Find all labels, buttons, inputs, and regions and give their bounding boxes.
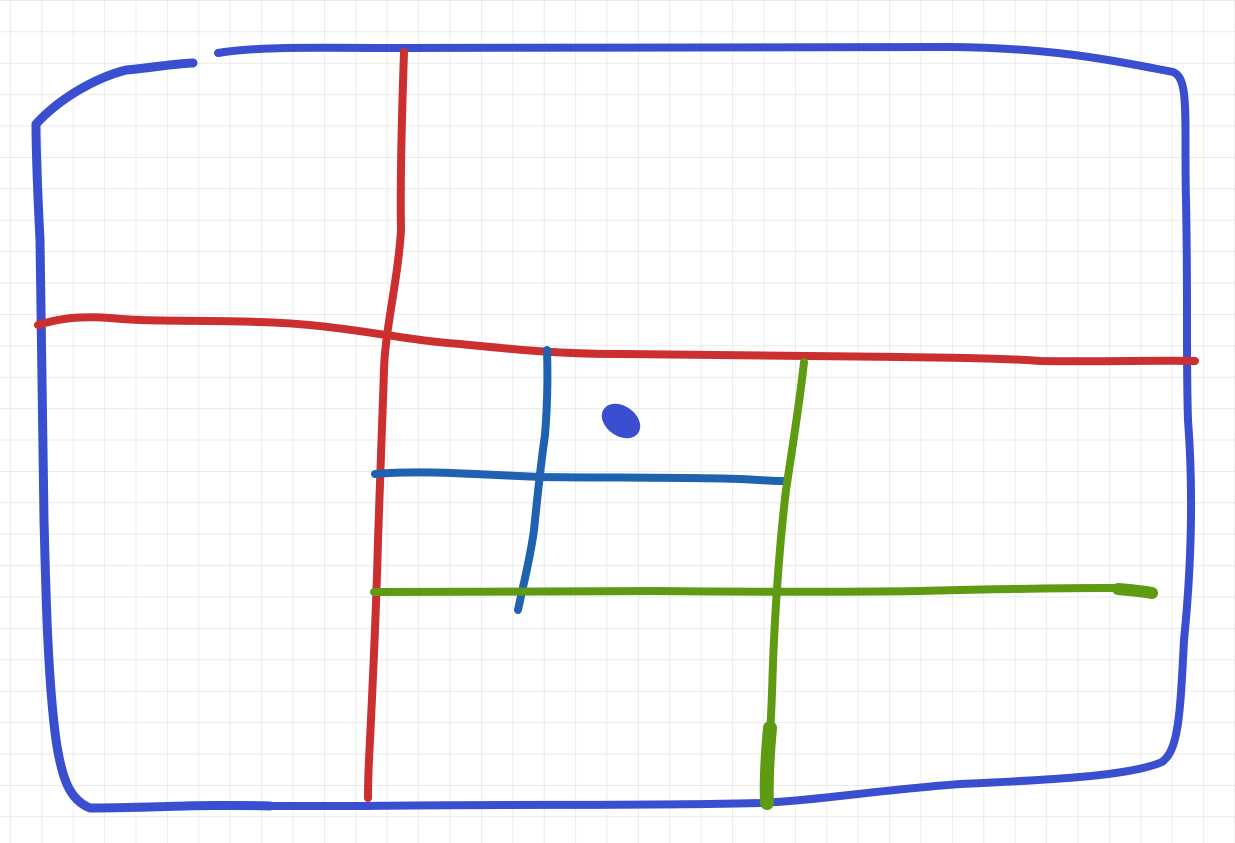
red-vertical-line: [364, 48, 408, 802]
outer-rectangle-stroke-main: [214, 42, 1195, 811]
steel-blue-horizontal-line: [371, 468, 787, 485]
outer-rectangle: [31, 42, 1195, 813]
steel-blue-vertical-line: [514, 346, 552, 614]
blue-dot: [601, 403, 641, 439]
green-horizontal-line: [370, 584, 1156, 597]
red-horizontal-line: [34, 313, 1199, 366]
green-horizontal-line-thick-end: [1112, 583, 1158, 599]
green-vertical-line-thick-end: [759, 721, 777, 810]
outer-rectangle-stroke-left: [31, 58, 275, 813]
